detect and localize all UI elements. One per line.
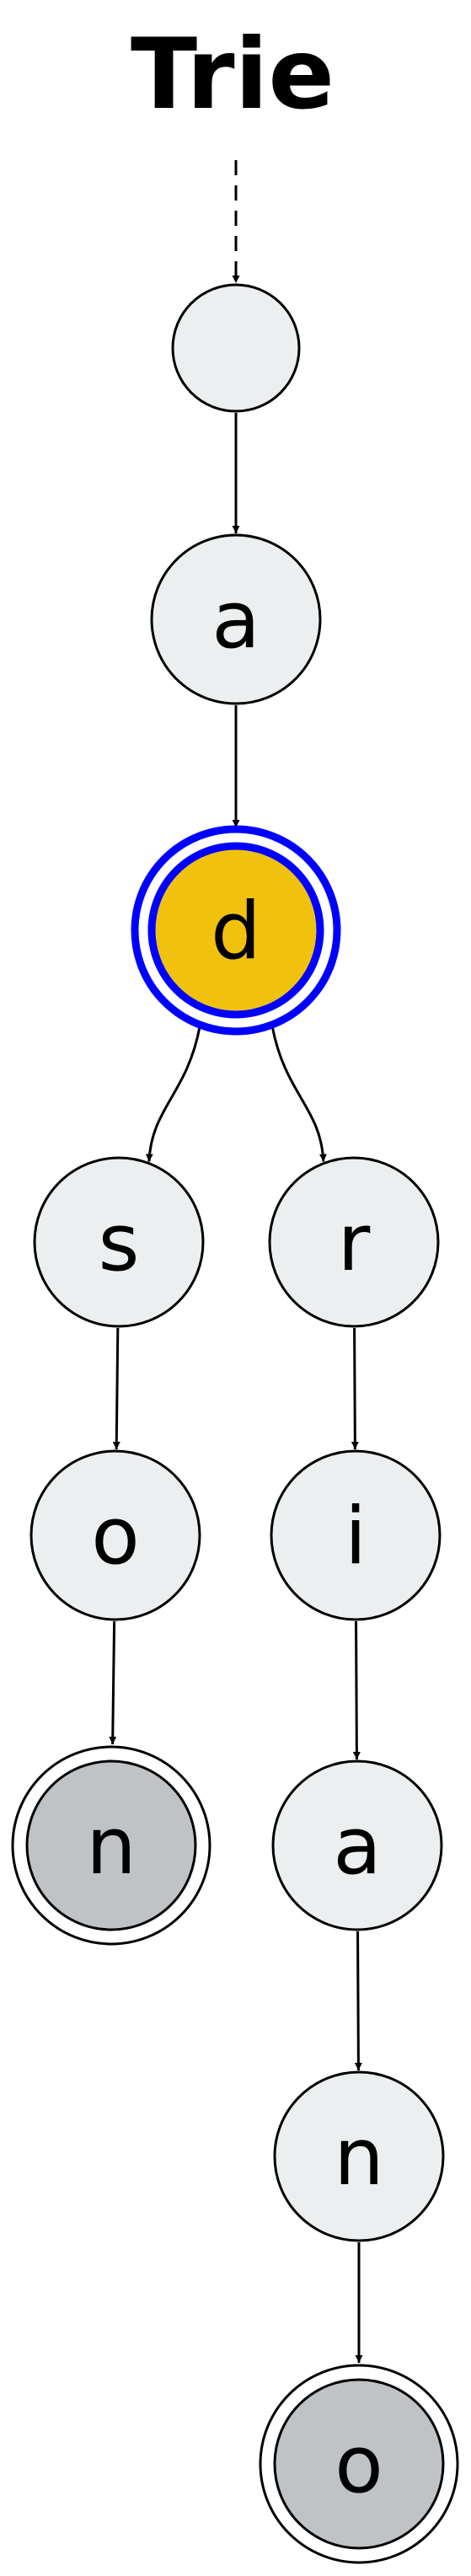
edge-a2-to-n2 <box>354 1931 362 2071</box>
node-label: n <box>334 2112 384 2204</box>
diagram-title: Trie <box>131 18 335 131</box>
node-label: i <box>345 1491 367 1583</box>
trie-node-d: d <box>131 825 341 1036</box>
trie-node-a1: a <box>150 533 322 705</box>
node-label: s <box>99 1197 140 1289</box>
node-circle <box>268 1156 440 1328</box>
node-circle <box>33 1156 205 1328</box>
edge-o1-to-n1 <box>109 1620 117 1745</box>
edge-d-to-s <box>145 1026 201 1162</box>
node-label: d <box>211 886 261 977</box>
node-label: r <box>338 1197 371 1289</box>
node-circle <box>25 1759 197 1931</box>
node-label: n <box>86 1801 136 1893</box>
trie-node-n2: n <box>273 2070 445 2242</box>
edge-s-to-o1 <box>112 1327 120 1450</box>
node-circle <box>29 1449 201 1621</box>
trie-node-o2: o <box>259 2364 459 2564</box>
node-label: a <box>333 1801 382 1893</box>
node-circle <box>273 2378 445 2550</box>
node-circle <box>147 842 324 1019</box>
node-circle <box>270 1449 442 1621</box>
trie-node-r: r <box>268 1156 440 1328</box>
edge-i-to-a2 <box>352 1620 361 1760</box>
node-circle <box>273 2070 445 2242</box>
edge-d-to-r <box>270 1026 327 1162</box>
node-circle <box>150 533 322 705</box>
nodes-layer: a d s r o i n a n o <box>11 283 459 2564</box>
trie-node-n1: n <box>11 1745 211 1946</box>
trie-node-o1: o <box>29 1449 201 1621</box>
highlight-outer-ring <box>131 825 341 1036</box>
trie-node-a2: a <box>271 1759 443 1931</box>
node-label: o <box>335 2419 383 2511</box>
trie-node-s: s <box>33 1156 205 1328</box>
node-label: a <box>211 575 260 667</box>
node-circle <box>271 1759 443 1931</box>
node-label: o <box>91 1491 140 1583</box>
node-circle <box>171 283 301 413</box>
edge-r-to-i <box>351 1327 359 1450</box>
trie-node-i: i <box>270 1449 442 1621</box>
edges-layer <box>109 160 363 2363</box>
terminal-outer-ring <box>11 1745 211 1946</box>
terminal-outer-ring <box>259 2364 459 2564</box>
trie-node-root <box>171 283 301 413</box>
